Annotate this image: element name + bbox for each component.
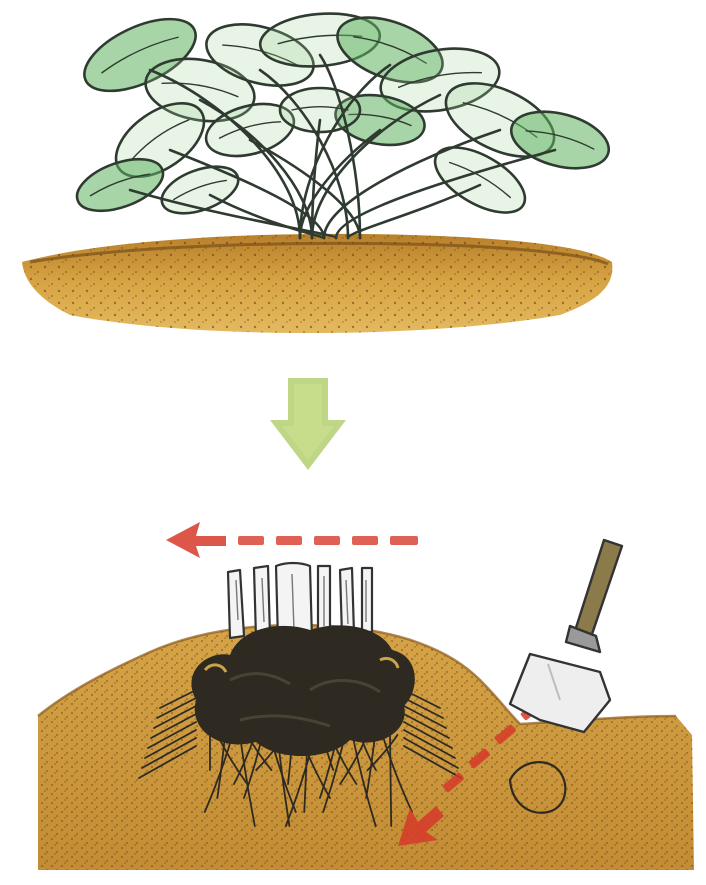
top-soil-bed bbox=[22, 234, 612, 333]
arrow-left-dashed-icon bbox=[166, 522, 418, 558]
shovel-icon bbox=[510, 540, 622, 732]
stem bbox=[312, 120, 320, 238]
leafy-plant-icon bbox=[70, 4, 615, 238]
arrow-down-icon bbox=[270, 378, 346, 470]
root bbox=[390, 735, 391, 826]
